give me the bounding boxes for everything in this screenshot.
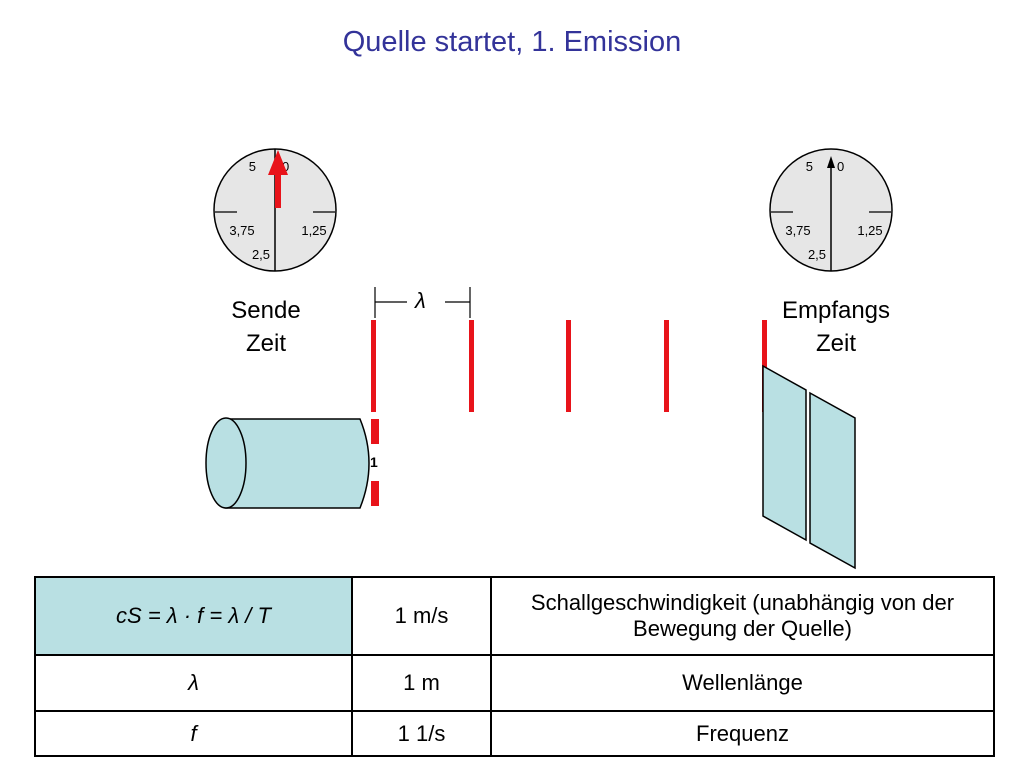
- wavelength-label: λ: [415, 288, 426, 313]
- formula-cell-frequency: f: [34, 710, 353, 757]
- description-cell: Wellenlänge: [490, 654, 995, 712]
- emitted-pulse: [371, 419, 379, 506]
- receiver-dial-0: 0: [837, 159, 844, 174]
- table-row: cS = λ · f = λ / T 1 m/s Schallgeschwind…: [34, 576, 995, 656]
- receiver-time-label-line1: Empfangs: [781, 297, 891, 324]
- sender-dial-0: 0: [282, 159, 289, 174]
- sender-dial-1-25: 1,25: [301, 223, 326, 238]
- receiver-time-label-line2: Zeit: [815, 330, 856, 357]
- receiver-plate-1: [762, 364, 807, 542]
- sender-clock: 5 0 3,75 1,25 2,5: [213, 148, 337, 272]
- wave-front-2: [469, 320, 474, 412]
- pulse-number: 1: [370, 454, 378, 470]
- receiver-clock-hand-tip: [827, 156, 835, 168]
- table-row: λ 1 m Wellenlänge: [34, 654, 995, 712]
- receiver-time-label: Empfangs Zeit: [766, 294, 906, 360]
- value-cell: 1 1/s: [351, 710, 492, 757]
- sender-time-label-line1: Sende: [231, 297, 301, 324]
- description-cell: Frequenz: [490, 710, 995, 757]
- receiver-dial-5: 5: [806, 159, 813, 174]
- wave-front-3: [566, 320, 571, 412]
- source-body: [225, 418, 370, 509]
- receiver-dial-2-5: 2,5: [808, 247, 826, 262]
- sender-clock-hand-tip: [268, 150, 288, 175]
- receiver-plate-2: [809, 391, 856, 570]
- wave-front-4: [664, 320, 669, 412]
- speed-formula: cS = λ · f = λ / T: [116, 603, 271, 628]
- sender-dial-2-5: 2,5: [252, 247, 270, 262]
- table-row: f 1 1/s Frequenz: [34, 710, 995, 757]
- sender-time-label: Sende Zeit: [214, 294, 318, 360]
- receiver-plates: [762, 364, 856, 570]
- pulse-top: [371, 419, 379, 444]
- wave-fronts: [371, 320, 767, 412]
- slide-title: Quelle startet, 1. Emission: [342, 26, 682, 58]
- sound-source: [205, 417, 370, 509]
- receiver-clock: 5 0 3,75 1,25 2,5: [769, 148, 893, 272]
- formula-cell-speed: cS = λ · f = λ / T: [34, 576, 353, 656]
- value-cell: 1 m/s: [351, 576, 492, 656]
- description-cell: Schallgeschwindigkeit (unabhängig von de…: [490, 576, 995, 656]
- wavelength-marker: [374, 287, 471, 318]
- sender-time-label-line2: Zeit: [245, 330, 286, 357]
- receiver-dial-1-25: 1,25: [857, 223, 882, 238]
- parameter-table: cS = λ · f = λ / T 1 m/s Schallgeschwind…: [34, 576, 995, 757]
- sender-clock-hand: [275, 172, 281, 208]
- sender-dial-5: 5: [249, 159, 256, 174]
- receiver-dial-3-75: 3,75: [785, 223, 810, 238]
- pulse-bottom: [371, 481, 379, 506]
- formula-cell-wavelength: λ: [34, 654, 353, 712]
- wave-front-1: [371, 320, 376, 412]
- source-face: [205, 417, 247, 509]
- sender-dial-3-75: 3,75: [229, 223, 254, 238]
- value-cell: 1 m: [351, 654, 492, 712]
